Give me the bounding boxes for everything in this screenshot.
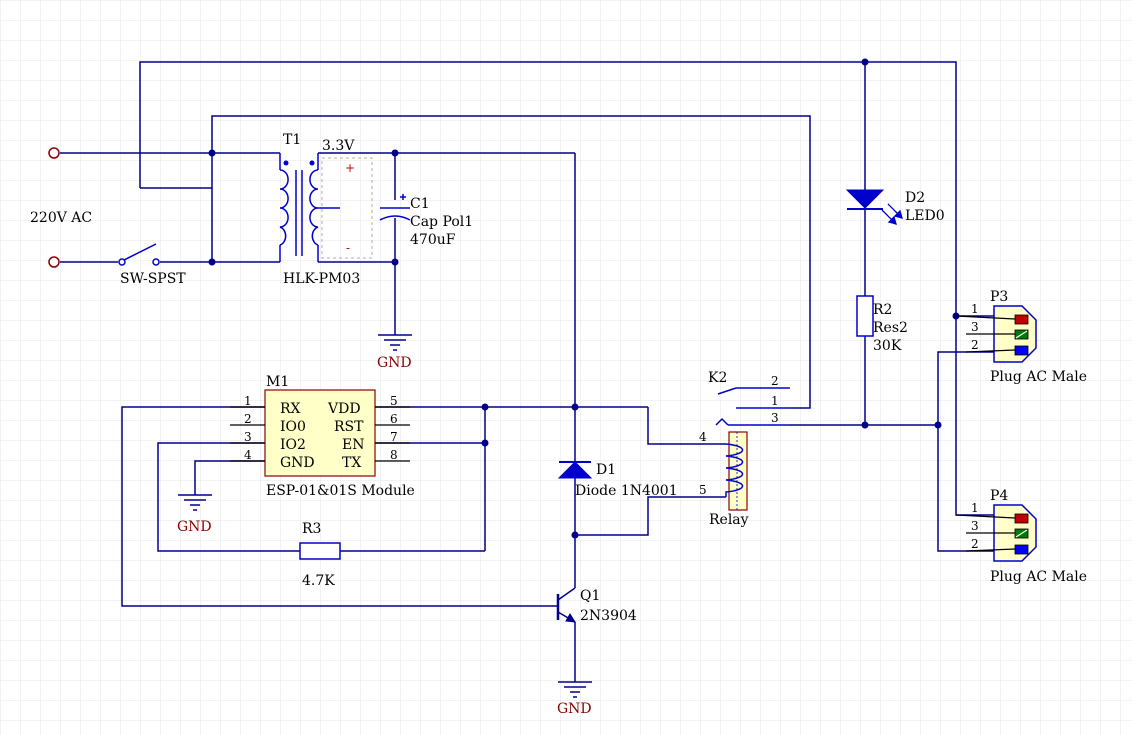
resistor3-ref: R3	[302, 521, 321, 537]
plug4-name: Plug AC Male	[990, 569, 1087, 585]
relay-pin-num: 2	[771, 374, 779, 388]
diode-d1	[557, 461, 593, 479]
module-pin-name: IO2	[280, 437, 306, 453]
plug4-pin-num: 3	[971, 519, 979, 533]
led-d2	[845, 189, 903, 225]
plug-p3	[955, 305, 1037, 363]
transformer-t1	[279, 153, 340, 262]
module-pin-name: TX	[342, 455, 361, 471]
relay-name: Relay	[709, 512, 749, 528]
transistor-ref: Q1	[580, 588, 600, 604]
relay-pin-num: 4	[699, 430, 707, 444]
resistor2-value: 30K	[873, 338, 902, 354]
gnd-symbol-transistor	[558, 681, 592, 698]
ac-input-terminals: 220V AC	[30, 147, 92, 268]
resistor-r3	[299, 542, 341, 560]
plug4-ref: P4	[990, 488, 1008, 504]
module-pin-name: RST	[334, 419, 364, 435]
plug3-pin-num: 2	[971, 338, 979, 352]
ac-input-label: 220V AC	[30, 210, 92, 226]
module-pin-name: IO0	[280, 419, 306, 435]
module-pin-num: 4	[244, 448, 252, 462]
gnd-label-transistor: GND	[557, 701, 592, 717]
gnd-symbol-esp	[178, 494, 212, 511]
transformer-ref: T1	[283, 132, 301, 148]
cap-ref: C1	[410, 196, 430, 212]
gnd-label-esp: GND	[177, 519, 212, 535]
relay-ref: K2	[708, 370, 727, 386]
resistor2-name: Res2	[873, 320, 908, 336]
diode-ref: D1	[596, 462, 616, 478]
plug3-pin-num: 1	[971, 302, 979, 316]
relay-pin-num: 3	[771, 411, 779, 425]
module-pin-num: 3	[244, 430, 252, 444]
transistor-value: 2N3904	[580, 608, 637, 624]
led-ref: D2	[905, 190, 925, 206]
resistor2-ref: R2	[873, 302, 892, 318]
resistor3-value: 4.7K	[302, 573, 335, 589]
junctions	[208, 58, 960, 539]
module-pin-num: 1	[244, 394, 252, 408]
transistor-q1	[556, 587, 576, 623]
gnd-label-cap: GND	[377, 355, 412, 371]
transformer-value: HLK-PM03	[283, 271, 360, 287]
module-name: ESP-01&01S Module	[266, 483, 415, 499]
esp-module-m1	[230, 389, 410, 477]
module-pin-num: 7	[390, 430, 398, 444]
capacitor-c1	[379, 194, 411, 221]
switch-label: SW-SPST	[120, 271, 186, 287]
cap-name: Cap Pol1	[410, 214, 473, 230]
minus-marker: -	[346, 241, 350, 255]
plus-marker: +	[345, 161, 355, 175]
plug4-pin-num: 2	[971, 537, 979, 551]
gnd-symbol-cap	[378, 334, 412, 351]
plug3-ref: P3	[990, 289, 1008, 305]
plug4-pin-num: 1	[971, 501, 979, 515]
plug-p4	[955, 504, 1037, 562]
relay-k2	[715, 387, 790, 511]
module-pin-num: 8	[390, 448, 398, 462]
module-pin-name: GND	[280, 455, 315, 471]
led-name: LED0	[905, 208, 945, 224]
module-pin-num: 5	[390, 394, 398, 408]
module-pin-name: RX	[280, 401, 301, 417]
module-ref: M1	[266, 374, 289, 390]
transformer-output-box	[321, 157, 373, 259]
plug3-name: Plug AC Male	[990, 369, 1087, 385]
module-pin-name: EN	[342, 437, 364, 453]
supply-voltage-label: 3.3V	[322, 138, 355, 154]
resistor-r2	[856, 295, 874, 337]
module-pin-name: VDD	[327, 401, 361, 417]
plug3-pin-num: 3	[971, 320, 979, 334]
cap-value: 470uF	[410, 232, 456, 248]
module-pin-num: 6	[390, 412, 398, 426]
relay-pin-num: 1	[771, 394, 779, 408]
switch-sw-spst: SW-SPST	[118, 243, 186, 287]
diode-name: Diode 1N4001	[575, 483, 678, 499]
relay-pin-num: 5	[699, 483, 707, 497]
module-pin-num: 2	[244, 412, 252, 426]
